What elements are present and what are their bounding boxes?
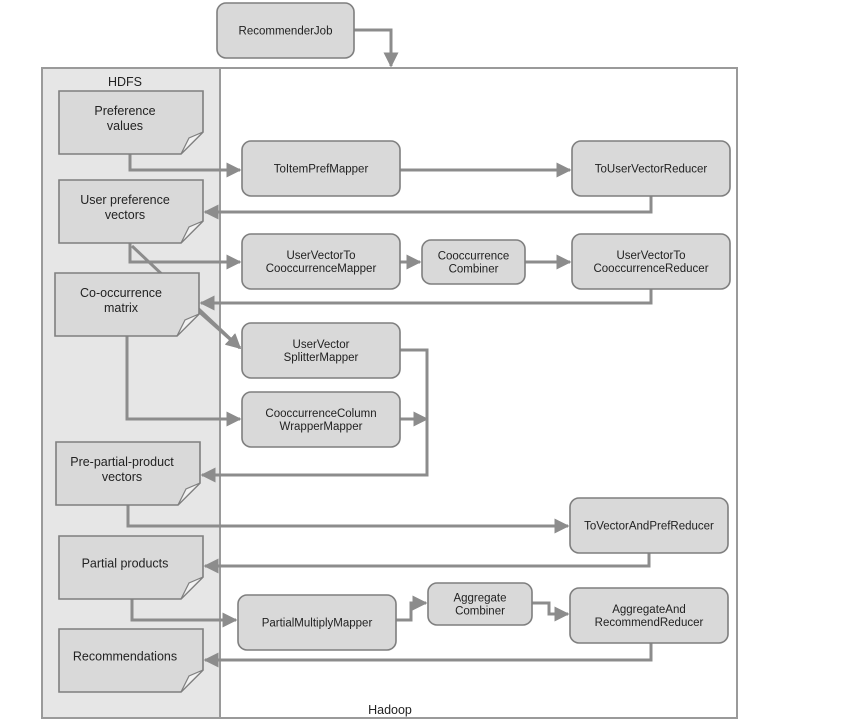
doc-recommendations: Recommendations	[58, 628, 204, 693]
doc-co-occurrence-matrix-label-line-2: matrix	[104, 301, 139, 315]
arrow-cooc-to-splitter	[196, 308, 242, 350]
doc-preference-values-label-line-1: Preference	[94, 104, 155, 118]
process-aggregate-and-recommend-reducer-box	[569, 587, 729, 644]
process-to-user-vector-reducer: ToUserVectorReducer	[571, 140, 731, 197]
doc-user-preference-vectors-page-fold	[180, 220, 204, 244]
doc-pre-partial-product-vectors-page-fold	[177, 482, 201, 506]
process-cooccurrence-column-wrapper-mapper-label-line-2: WrapperMapper	[280, 421, 363, 433]
doc-partial-products: Partial products	[58, 535, 204, 600]
process-user-vector-to-cooccurrence-reducer-label-line-1: UserVectorTo	[616, 250, 685, 262]
process-partial-multiply-mapper-label-line-1: PartialMultiplyMapper	[262, 618, 373, 630]
process-to-vector-and-pref-reducer: ToVectorAndPrefReducer	[569, 497, 729, 554]
doc-user-preference-vectors-label-line-2: vectors	[105, 208, 145, 222]
process-aggregate-combiner-label-line-1: Aggregate	[453, 593, 506, 605]
process-to-user-vector-reducer-label-line-1: ToUserVectorReducer	[595, 164, 708, 176]
arrow-tovector-to-partial	[203, 553, 651, 574]
process-cooccurrence-combiner-box	[421, 239, 526, 285]
doc-user-preference-vectors-label-line-1: User preference	[80, 193, 170, 207]
process-user-vector-splitter-mapper-label-line-1: UserVector	[293, 339, 350, 351]
process-user-vector-to-cooccurrence-mapper-label-line-1: UserVectorTo	[286, 250, 355, 262]
process-cooccurrence-column-wrapper-mapper-label-line-1: CooccurrenceColumn	[265, 408, 376, 420]
doc-preference-values-label-line-2: values	[107, 119, 143, 133]
doc-co-occurrence-matrix-page-fold	[176, 313, 200, 337]
arrow-partial-to-pmm	[130, 599, 238, 628]
connectors	[125, 28, 653, 668]
recommender-job: RecommenderJob	[216, 2, 355, 59]
process-aggregate-and-recommend-reducer-label-line-1: AggregateAnd	[612, 604, 686, 616]
process-cooccurrence-combiner-label-line-1: Cooccurrence	[438, 251, 510, 263]
process-to-item-pref-mapper: ToItemPrefMapper	[241, 140, 401, 197]
process-to-vector-and-pref-reducer-label-line-1: ToVectorAndPrefReducer	[584, 521, 714, 533]
arrow-aggcombiner-to-aggreducer	[532, 601, 570, 622]
process-user-vector-to-cooccurrence-reducer-box	[571, 233, 731, 290]
arrow-prefvalues-to-toitem	[128, 154, 242, 178]
process-to-user-vector-reducer-box	[571, 140, 731, 197]
doc-co-occurrence-matrix-label-line-1: Co-occurrence	[80, 286, 162, 300]
process-to-vector-and-pref-reducer-box	[569, 497, 729, 554]
process-user-vector-to-cooccurrence-reducer-label-line-2: CooccurrenceReducer	[593, 263, 708, 275]
arrow-prepartial-to-tovector	[126, 505, 570, 534]
recommender-job-label-line-1: RecommenderJob	[239, 26, 333, 38]
doc-preference-values-page-fold	[180, 131, 204, 155]
process-user-vector-to-cooccurrence-mapper-box	[241, 233, 401, 290]
arrow-cooc-to-wrapper	[125, 336, 242, 427]
arrow-pmm-to-aggcombiner	[396, 595, 428, 622]
arrow-aggreducer-to-recs	[203, 643, 653, 668]
process-user-vector-to-cooccurrence-mapper-label-line-2: CooccurrenceMapper	[266, 263, 377, 275]
doc-recommendations-page-fold	[180, 669, 204, 693]
process-partial-multiply-mapper: PartialMultiplyMapper	[237, 594, 397, 651]
arrow-job-to-hadoop	[354, 28, 399, 68]
process-cooccurrence-column-wrapper-mapper-box	[241, 391, 401, 448]
process-to-item-pref-mapper-box	[241, 140, 401, 197]
process-cooccurrence-combiner-label-line-2: Combiner	[449, 264, 499, 276]
doc-pre-partial-product-vectors-label-line-1: Pre-partial-product	[70, 455, 174, 469]
doc-recommendations-label-line-1: Recommendations	[73, 650, 177, 664]
process-user-vector-splitter-mapper-box	[241, 322, 401, 379]
process-to-item-pref-mapper-label-line-1: ToItemPrefMapper	[274, 164, 369, 176]
doc-pre-partial-product-vectors-label-line-2: vectors	[102, 470, 142, 484]
process-aggregate-and-recommend-reducer-label-line-2: RecommendReducer	[595, 617, 704, 629]
recommender-job-box	[216, 2, 355, 59]
process-user-vector-splitter-mapper-label-line-2: SplitterMapper	[284, 352, 359, 364]
process-partial-multiply-mapper-box	[237, 594, 397, 651]
hadoop-label: Hadoop	[368, 703, 412, 717]
doc-partial-products-page-fold	[180, 576, 204, 600]
arrow-touser-to-userpref	[203, 196, 653, 220]
doc-partial-products-label-line-1: Partial products	[82, 557, 169, 571]
process-aggregate-combiner-label-line-2: Combiner	[455, 606, 505, 618]
arrow-uvtcr-to-cooc	[199, 289, 653, 311]
arrow-userpref-to-uvtcm	[128, 243, 242, 270]
hdfs-label: HDFS	[108, 75, 142, 89]
process-aggregate-combiner-box	[427, 582, 533, 626]
